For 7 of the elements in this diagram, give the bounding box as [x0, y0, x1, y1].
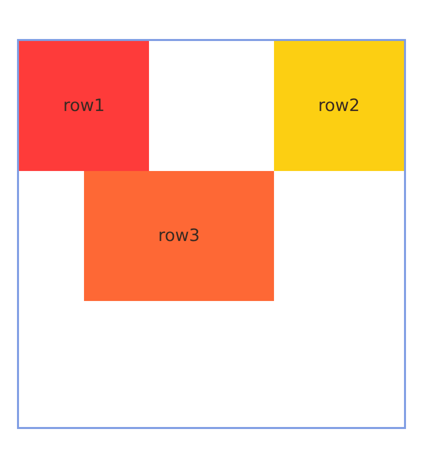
colored-block	[274, 41, 404, 171]
colored-block	[84, 171, 274, 301]
block-label: row2	[318, 96, 360, 116]
block-label: row3	[158, 226, 200, 246]
block-label: row1	[63, 96, 105, 116]
container-frame	[17, 39, 406, 429]
colored-block	[19, 41, 149, 171]
